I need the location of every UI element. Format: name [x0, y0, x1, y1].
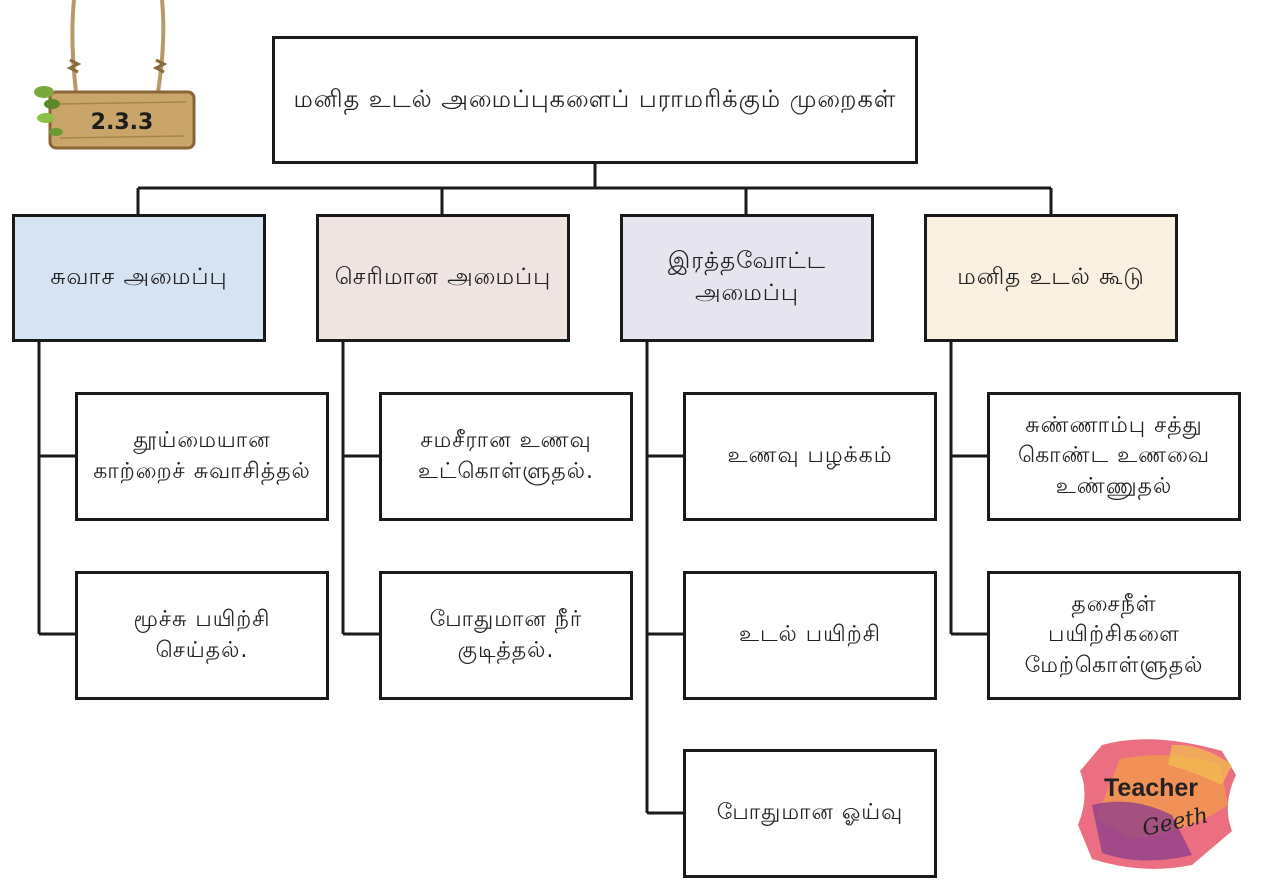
- category-skeletal: மனித உடல் கூடு: [924, 214, 1178, 342]
- teacher-logo-icon: [1078, 739, 1236, 869]
- category-respiratory: சுவாச அமைப்பு: [12, 214, 266, 342]
- leaf-node: போதுமான ஓய்வு: [683, 749, 937, 878]
- leaf-node: தூய்மையான காற்றைச் சுவாசித்தல்: [75, 392, 329, 521]
- category-label: இரத்தவோட்ட அமைப்பு: [667, 248, 827, 306]
- leaf-text: சுண்ணாம்பு சத்து கொண்ட உணவை உண்ணுதல்: [1017, 412, 1210, 499]
- leaf-node: சமசீரான உணவு உட்கொள்ளுதல்.: [379, 392, 633, 521]
- leaf-text: போதுமான ஓய்வு: [716, 800, 904, 826]
- leaf-text: மூச்சு பயிற்சி செய்தல்.: [133, 607, 271, 663]
- leaf-text: தூய்மையான காற்றைச் சுவாசித்தல்: [93, 428, 311, 484]
- root-text: மனித உடல் அமைப்புகளைப் பராமரிக்கும் முறை…: [293, 85, 897, 114]
- leaf-node: உணவு பழக்கம்: [683, 392, 937, 521]
- root-node: மனித உடல் அமைப்புகளைப் பராமரிக்கும் முறை…: [272, 36, 918, 164]
- category-digestive: செரிமான அமைப்பு: [316, 214, 570, 342]
- leaf-node: போதுமான நீர் குடித்தல்.: [379, 571, 633, 700]
- leaf-node: தசைநீள் பயிற்சிகளை மேற்கொள்ளுதல்: [987, 571, 1241, 700]
- logo-text: Teacher: [1104, 774, 1199, 802]
- leaf-text: போதுமான நீர் குடித்தல்.: [429, 607, 583, 663]
- hanging-sign-icon: [34, 0, 196, 150]
- category-label: மனித உடல் கூடு: [957, 264, 1145, 291]
- leaf-text: சமசீரான உணவு உட்கொள்ளுதல்.: [418, 428, 594, 484]
- leaf-node: உடல் பயிற்சி: [683, 571, 937, 700]
- leaf-node: சுண்ணாம்பு சத்து கொண்ட உணவை உண்ணுதல்: [987, 392, 1241, 521]
- leaf-text: உணவு பழக்கம்: [727, 443, 893, 469]
- section-number: 2.3.3: [90, 109, 154, 135]
- leaf-text: தசைநீள் பயிற்சிகளை மேற்கொள்ளுதல்: [1024, 591, 1204, 678]
- category-label: செரிமான அமைப்பு: [334, 264, 552, 291]
- leaf-text: உடல் பயிற்சி: [739, 622, 881, 648]
- category-label: சுவாச அமைப்பு: [50, 264, 228, 291]
- leaf-node: மூச்சு பயிற்சி செய்தல்.: [75, 571, 329, 700]
- category-circulatory: இரத்தவோட்ட அமைப்பு: [620, 214, 874, 342]
